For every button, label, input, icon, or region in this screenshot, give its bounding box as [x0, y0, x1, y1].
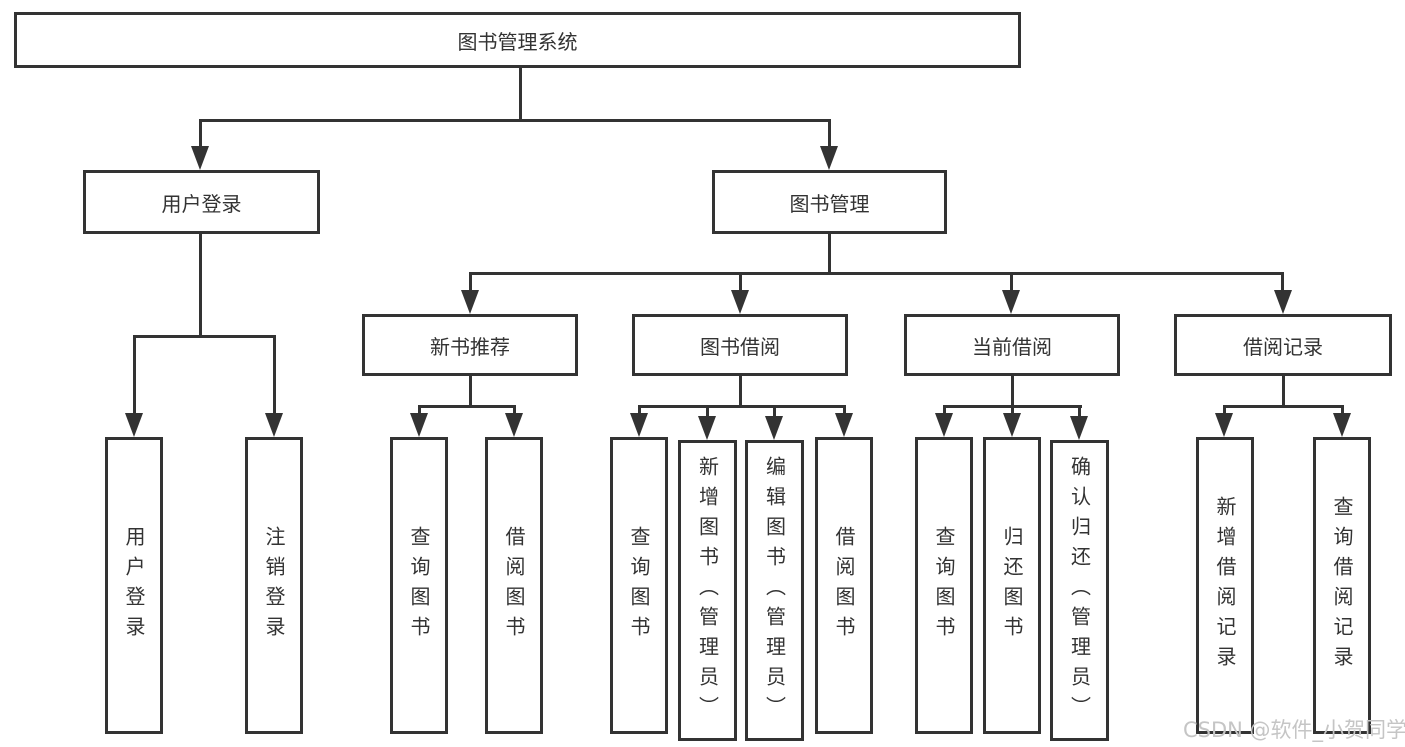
leaf-confirm-return-admin: 确认归还（管理员）: [1050, 440, 1109, 741]
node-label: 借阅图书: [832, 525, 856, 646]
node-library-management-system: 图书管理系统: [14, 12, 1021, 68]
connector-drop: [943, 405, 946, 413]
node-user-login: 用户登录: [83, 170, 320, 234]
node-label: 编辑图书（管理员）: [762, 455, 787, 726]
leaf-edit-book-admin: 编辑图书（管理员）: [745, 440, 804, 741]
arrowhead-book-borrow: [731, 290, 749, 314]
arrowhead-leaf-add-book-admin: [698, 416, 716, 440]
arrowhead-leaf-borrow-books-1: [505, 413, 523, 437]
connector-drop: [513, 405, 516, 413]
arrowhead-leaf-add-borrow-record: [1215, 413, 1233, 437]
node-book-management: 图书管理: [712, 170, 947, 234]
leaf-add-borrow-record: 新增借阅记录: [1196, 437, 1254, 734]
leaf-logout: 注销登录: [245, 437, 303, 734]
connector-drop: [638, 405, 641, 413]
connector-drop-borrow-records: [1281, 272, 1284, 290]
connector-drop-book-borrow: [739, 272, 742, 290]
node-label: 借阅图书: [502, 525, 526, 646]
connector-drop: [418, 405, 421, 413]
arrowhead-leaf-confirm-return-admin: [1070, 416, 1088, 440]
node-label: 归还图书: [1000, 525, 1024, 646]
connector-borrow-records-branch: [1223, 405, 1343, 408]
node-label: 图书借阅: [700, 334, 780, 359]
node-label: 当前借阅: [972, 334, 1052, 359]
connector-drop-new-book-recommend: [469, 272, 472, 290]
node-label: 注销登录: [262, 525, 286, 646]
arrowhead-borrow-records: [1274, 290, 1292, 314]
arrowhead-leaf-edit-book-admin: [765, 416, 783, 440]
connector-current-borrow-trunk: [1011, 376, 1014, 405]
arrowhead-user-login: [191, 146, 209, 170]
connector-book-management-trunk: [828, 234, 831, 272]
arrowhead-leaf-logout: [265, 413, 283, 437]
connector-drop-leaf-user-login: [133, 335, 136, 413]
leaf-borrow-books-2: 借阅图书: [815, 437, 873, 734]
leaf-add-book-admin: 新增图书（管理员）: [678, 440, 737, 741]
node-label: 查询图书: [407, 525, 431, 646]
node-label: 查询图书: [932, 525, 956, 646]
connector-drop: [706, 405, 709, 416]
connector-new-book-trunk: [469, 376, 472, 405]
connector-drop-leaf-logout: [273, 335, 276, 413]
node-book-borrow: 图书借阅: [632, 314, 848, 376]
node-current-borrow: 当前借阅: [904, 314, 1120, 376]
node-label: 查询借阅记录: [1330, 495, 1354, 676]
node-label: 用户登录: [161, 191, 242, 216]
connector-book-management-branch: [469, 272, 1283, 275]
connector-user-login-trunk: [199, 234, 202, 335]
leaf-query-books-2: 查询图书: [610, 437, 668, 734]
leaf-query-books-3: 查询图书: [915, 437, 973, 734]
leaf-return-book: 归还图书: [983, 437, 1041, 734]
connector-drop-book-management: [828, 119, 831, 146]
connector-new-book-branch: [418, 405, 516, 408]
connector-drop: [1341, 405, 1344, 413]
connector-drop: [1011, 405, 1014, 413]
leaf-query-borrow-record: 查询借阅记录: [1313, 437, 1371, 734]
connector-borrow-records-trunk: [1282, 376, 1285, 405]
connector-drop: [1078, 405, 1081, 416]
connector-drop-current-borrow: [1010, 272, 1013, 290]
arrowhead-leaf-query-borrow-record: [1333, 413, 1351, 437]
connector-drop-user-login: [199, 119, 202, 146]
connector-drop: [843, 405, 846, 413]
connector-book-borrow-trunk: [739, 376, 742, 405]
node-label: 新书推荐: [430, 334, 510, 359]
arrowhead-leaf-borrow-books-2: [835, 413, 853, 437]
leaf-query-books-1: 查询图书: [390, 437, 448, 734]
connector-drop: [773, 405, 776, 416]
connector-root-trunk: [519, 68, 522, 119]
node-label: 用户登录: [122, 525, 146, 646]
node-new-book-recommend: 新书推荐: [362, 314, 578, 376]
leaf-borrow-books-1: 借阅图书: [485, 437, 543, 734]
node-label: 图书管理系统: [457, 29, 578, 54]
connector-book-borrow-branch: [638, 405, 845, 408]
arrowhead-new-book-recommend: [461, 290, 479, 314]
arrowhead-leaf-query-books-2: [630, 413, 648, 437]
arrowhead-leaf-query-books-3: [935, 413, 953, 437]
node-label: 借阅记录: [1243, 334, 1323, 359]
node-label: 图书管理: [789, 191, 870, 216]
node-label: 确认归还（管理员）: [1067, 455, 1092, 726]
arrowhead-leaf-return-book: [1003, 413, 1021, 437]
connector-drop: [1223, 405, 1226, 413]
csdn-watermark: CSDN @软件_小贺同学: [1183, 718, 1405, 742]
node-borrow-records: 借阅记录: [1174, 314, 1392, 376]
arrowhead-leaf-query-books-1: [410, 413, 428, 437]
node-label: 新增借阅记录: [1213, 495, 1237, 676]
arrowhead-current-borrow: [1002, 290, 1020, 314]
arrowhead-book-management: [820, 146, 838, 170]
node-label: 查询图书: [627, 525, 651, 646]
leaf-user-login: 用户登录: [105, 437, 163, 734]
node-label: 新增图书（管理员）: [695, 455, 720, 726]
arrowhead-leaf-user-login: [125, 413, 143, 437]
connector-root-branch: [199, 119, 830, 122]
connector-user-login-branch: [133, 335, 275, 338]
